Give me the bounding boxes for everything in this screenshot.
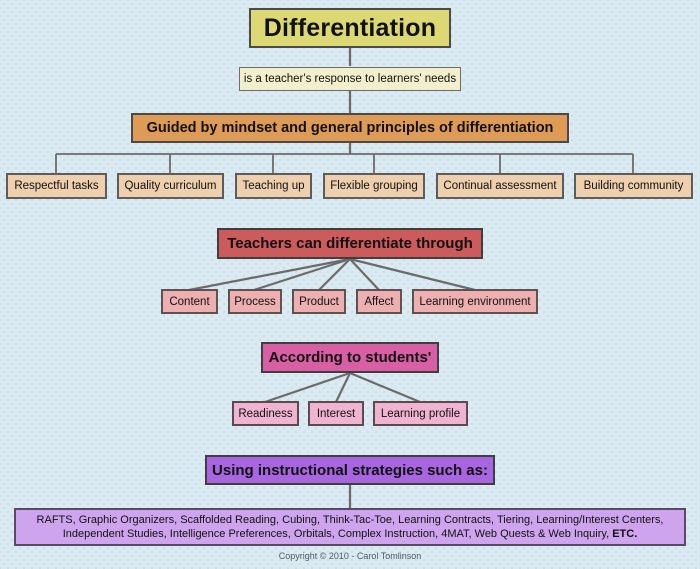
node-label: Differentiation (263, 13, 437, 42)
node-according-to-students: According to students' (261, 342, 439, 373)
node-process: Process (228, 289, 282, 314)
node-label: Continual assessment (443, 180, 557, 192)
node-label: Guided by mindset and general principles… (146, 120, 554, 136)
node-label: Interest (316, 407, 356, 420)
node-teacher-response: is a teacher's response to learners' nee… (239, 67, 461, 91)
node-continual-assessment: Continual assessment (436, 173, 564, 199)
strategies-line-2-text: Independent Studies, Intelligence Prefer… (62, 528, 613, 540)
node-interest: Interest (308, 401, 364, 426)
node-label: Product (299, 295, 339, 308)
node-learning-profile: Learning profile (373, 401, 468, 426)
node-differentiation-title: Differentiation (249, 8, 451, 48)
node-readiness: Readiness (232, 401, 299, 426)
node-label: Learning profile (380, 407, 461, 420)
copyright-notice: Copyright © 2010 - Carol Tomlinson (0, 551, 700, 561)
node-flexible-grouping: Flexible grouping (323, 173, 425, 199)
node-building-community: Building community (574, 173, 693, 199)
node-affect: Affect (356, 289, 402, 314)
node-label: According to students' (268, 349, 432, 366)
node-label: Process (234, 295, 276, 308)
strategies-line-1: RAFTS, Graphic Organizers, Scaffolded Re… (36, 513, 664, 526)
node-teaching-up: Teaching up (235, 173, 312, 199)
node-label: Readiness (238, 407, 293, 420)
node-label: is a teacher's response to learners' nee… (243, 73, 457, 85)
node-label: Content (169, 295, 210, 308)
node-label: Respectful tasks (14, 180, 99, 192)
strategies-etc: ETC. (612, 528, 638, 540)
node-label: Teaching up (242, 180, 305, 192)
node-learning-environment: Learning environment (412, 289, 538, 314)
node-using-instructional-strategies: Using instructional strategies such as: (205, 455, 495, 485)
node-strategies-list: RAFTS, Graphic Organizers, Scaffolded Re… (14, 508, 686, 546)
node-label: Quality curriculum (124, 180, 217, 192)
node-quality-curriculum: Quality curriculum (117, 173, 224, 199)
node-respectful-tasks: Respectful tasks (6, 173, 107, 199)
node-teachers-can-differentiate-through: Teachers can differentiate through (217, 228, 483, 259)
strategies-line-2: Independent Studies, Intelligence Prefer… (63, 527, 638, 541)
node-label: Learning environment (419, 295, 531, 308)
node-product: Product (292, 289, 346, 314)
node-label: Flexible grouping (330, 180, 418, 192)
copyright-text: Copyright © 2010 - Carol Tomlinson (278, 551, 422, 561)
node-guided-by-mindset: Guided by mindset and general principles… (131, 113, 569, 143)
node-label: Building community (583, 180, 684, 192)
node-label: Teachers can differentiate through (227, 235, 473, 252)
node-content: Content (161, 289, 218, 314)
node-label: Using instructional strategies such as: (212, 461, 488, 479)
node-label: Affect (364, 295, 394, 308)
